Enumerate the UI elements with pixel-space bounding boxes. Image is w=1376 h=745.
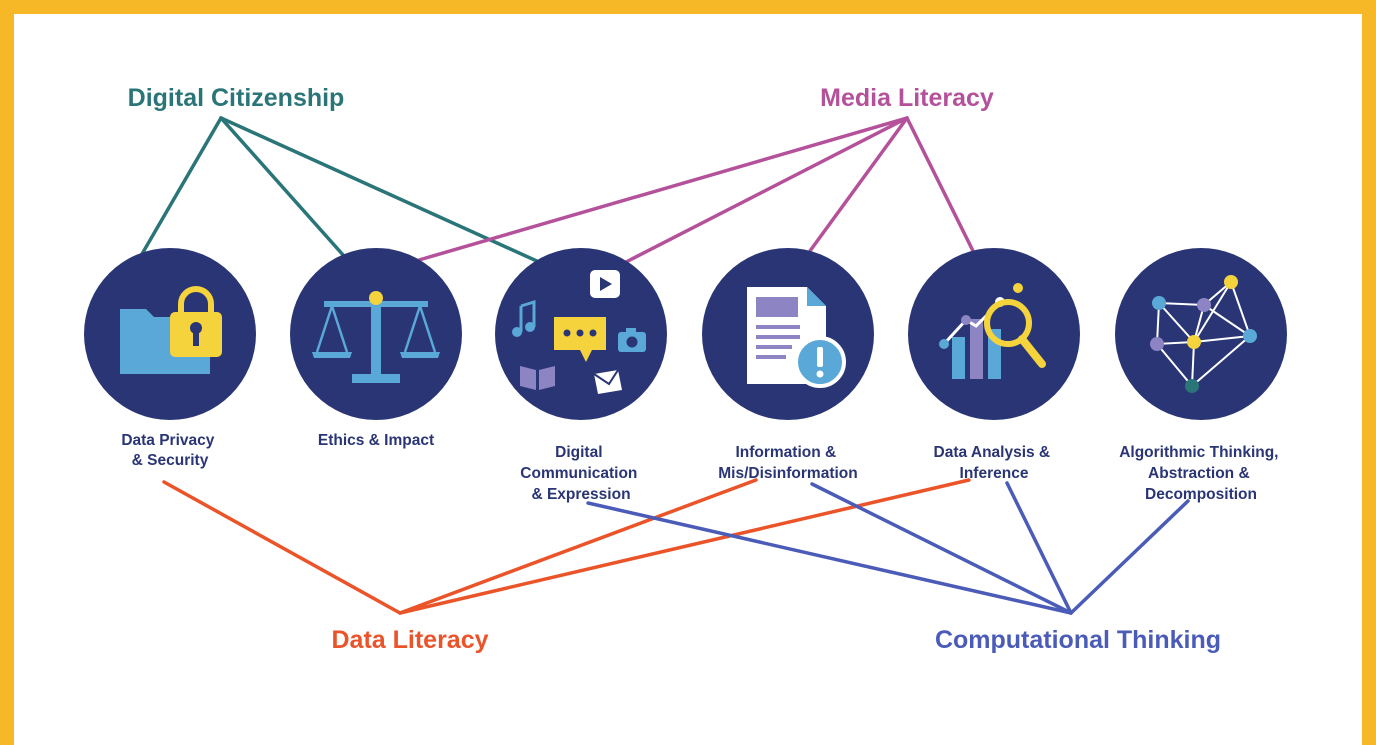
algorithmic-thinking-label: Algorithmic Thinking, Abstraction & Deco… (1119, 444, 1283, 503)
data-literacy-to-data-privacy-line (162, 480, 402, 615)
node-ethics-impact: Ethics & Impact (290, 248, 462, 449)
scales-icon (312, 291, 440, 383)
digital-citizenship-to-data-privacy-line (140, 116, 223, 256)
digital-citizenship-connectors (140, 116, 541, 264)
data-literacy-connectors (162, 478, 971, 615)
chart-magnifier-icon (939, 283, 1046, 379)
media-literacy-to-data-analysis-line (905, 116, 978, 259)
ethics-impact-label: Ethics & Impact (318, 432, 434, 449)
computational-thinking-to-information-line (810, 482, 1073, 615)
media-literacy-to-digital-communication-line (624, 116, 909, 264)
digital-citizenship-title: Digital Citizenship (128, 84, 345, 112)
digital-communication-label: Digital Communication & Expression (520, 444, 641, 503)
media-chat-icon (512, 270, 646, 394)
node-data-privacy: Data Privacy & Security (84, 248, 256, 469)
diagram-canvas: Digital Citizenship Media Literacy Data … (14, 14, 1362, 745)
data-privacy-label: Data Privacy & Security (121, 432, 218, 469)
document-alert-icon (747, 287, 846, 388)
data-literacy-to-information-line (398, 478, 758, 615)
algorithmic-thinking-circle (1115, 248, 1287, 420)
media-literacy-to-ethics-impact-line (417, 116, 909, 262)
node-data-analysis: Data Analysis & Inference (908, 248, 1080, 482)
concept-diagram: Digital Citizenship Media Literacy Data … (84, 84, 1287, 654)
node-information: Information & Mis/Disinformation (702, 248, 874, 482)
media-literacy-to-information-line (805, 116, 909, 257)
data-analysis-label: Data Analysis & Inference (934, 444, 1055, 482)
information-label: Information & Mis/Disinformation (718, 444, 858, 482)
folder-lock-icon (120, 286, 222, 374)
computational-thinking-to-algorithmic-thinking-line (1069, 499, 1190, 615)
data-literacy-title: Data Literacy (331, 626, 488, 654)
computational-thinking-title: Computational Thinking (935, 626, 1221, 654)
node-digital-communication: Digital Communication & Expression (495, 248, 667, 503)
node-algorithmic-thinking: Algorithmic Thinking, Abstraction & Deco… (1115, 248, 1287, 503)
media-literacy-connectors (417, 116, 978, 264)
media-literacy-title: Media Literacy (820, 84, 994, 112)
computational-thinking-to-digital-communication-line (586, 501, 1073, 615)
digital-citizenship-to-digital-communication-line (219, 116, 541, 264)
computational-thinking-connectors (586, 481, 1190, 615)
computational-thinking-to-data-analysis-line (1005, 481, 1073, 615)
network-graph-icon (1150, 275, 1257, 393)
data-literacy-to-data-analysis-line (398, 478, 971, 615)
digital-citizenship-to-ethics-impact-line (219, 116, 346, 258)
